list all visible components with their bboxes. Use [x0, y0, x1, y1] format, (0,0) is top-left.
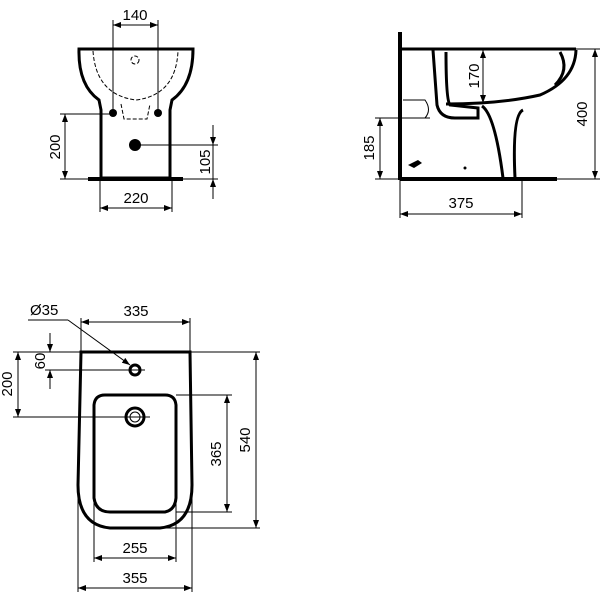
dim-projection: 375 — [448, 195, 473, 212]
dim-base-width: 220 — [123, 190, 148, 207]
side-inlet-hidden — [403, 99, 429, 119]
front-view: 140 200 105 220 — [47, 7, 218, 212]
dim-bowl-width: 255 — [122, 540, 147, 557]
top-bowl — [92, 393, 178, 514]
dim-waste-height: 105 — [197, 149, 214, 174]
dim-bowl-length: 365 — [208, 441, 225, 466]
side-bowl-front — [445, 49, 578, 106]
top-view: Ø35 335 60 200 365 540 255 — [0, 302, 260, 592]
side-bowl-back — [431, 49, 480, 120]
dim-overall-length: 540 — [237, 427, 254, 452]
dim-bowl-depth: 170 — [466, 63, 483, 88]
dim-tap-hole-diameter: Ø35 — [30, 302, 58, 319]
dim-rim-width: 335 — [123, 303, 148, 320]
side-rim — [553, 51, 566, 87]
side-fixing-icon — [408, 160, 422, 168]
dim-rim-height: 400 — [574, 101, 591, 126]
side-view: 170 400 185 375 — [361, 32, 600, 218]
dim-overall-width: 355 — [122, 570, 147, 587]
front-bowl-hidden — [92, 50, 179, 101]
dim-tap-spacing: 140 — [122, 7, 147, 24]
front-overflow-icon — [130, 55, 140, 65]
front-waste-hidden — [120, 103, 151, 120]
dim-inlet-height-side: 185 — [361, 135, 378, 160]
dim-inlet-height: 200 — [47, 134, 64, 159]
side-pedestal — [480, 104, 524, 179]
dim-tap-hole-offset: 60 — [32, 353, 49, 370]
dim-waste-offset: 200 — [0, 371, 16, 396]
